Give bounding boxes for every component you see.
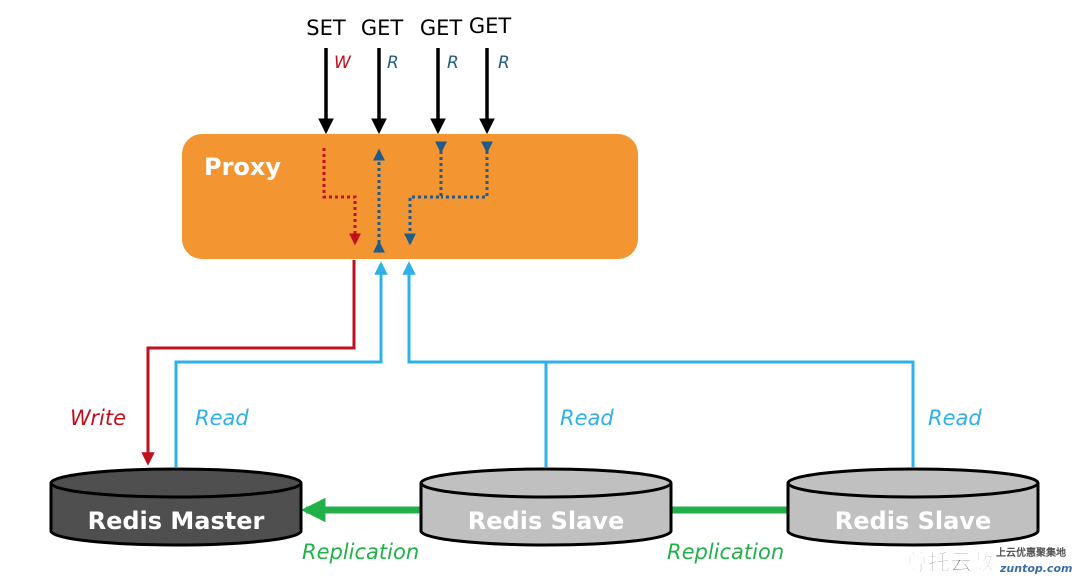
tag-read-3: R xyxy=(498,53,510,73)
watermark-main: 尊托云数 xyxy=(906,550,995,576)
request-label-get-1: GET xyxy=(361,16,404,40)
internal-read-route-2 xyxy=(404,141,447,246)
tag-read-2: R xyxy=(447,53,459,73)
watermark-logo: 尊托云数 上云优惠聚集地 zuntop.com xyxy=(906,546,1073,576)
redis-master-label: Redis Master xyxy=(88,507,265,535)
read-label-slave2: Read xyxy=(928,406,982,430)
watermark-url: zuntop.com xyxy=(999,562,1072,575)
write-label: Write xyxy=(70,406,126,430)
read-path-master xyxy=(174,261,388,467)
watermark-sub: 上云优惠聚集地 xyxy=(996,546,1066,559)
internal-write-route xyxy=(322,148,361,246)
redis-slave-label-2: Redis Slave xyxy=(835,507,991,535)
replication-label-1: Replication xyxy=(302,540,419,564)
redis-slave-node-2: Redis Slave xyxy=(786,467,1040,547)
read-label-master: Read xyxy=(195,406,249,430)
write-path xyxy=(141,260,356,466)
read-label-slave1: Read xyxy=(560,406,614,430)
proxy-label: Proxy xyxy=(204,153,281,181)
read-path-slave2 xyxy=(402,261,915,467)
redis-master-node: Redis Master xyxy=(49,467,303,547)
replication-label-2: Replication xyxy=(667,540,784,564)
tag-read-1: R xyxy=(387,53,399,73)
request-label-get-3: GET xyxy=(469,14,512,38)
request-label-set: SET xyxy=(306,16,346,40)
redis-slave-label-1: Redis Slave xyxy=(468,507,624,535)
tag-write: W xyxy=(334,53,352,73)
request-label-get-2: GET xyxy=(420,16,463,40)
redis-slave-node-1: Redis Slave xyxy=(419,467,673,547)
